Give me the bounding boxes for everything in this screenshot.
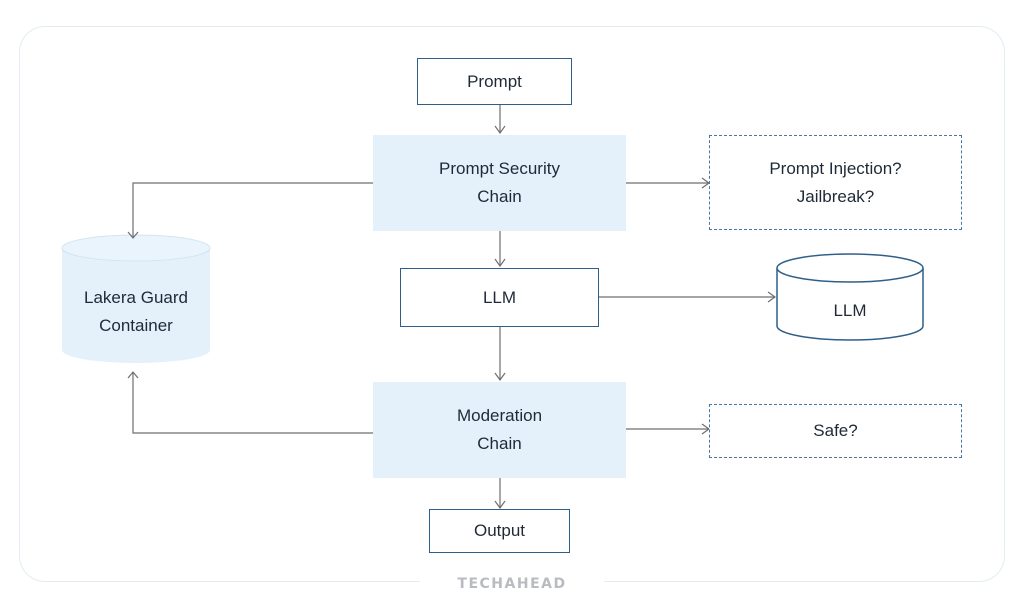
prompt-security-chain-node: Prompt Security Chain — [373, 135, 626, 231]
llm-step-label: LLM — [482, 287, 517, 307]
edge-moderation-to-lakera — [132, 372, 373, 434]
prompt-security-chain-label: Prompt Security Chain — [439, 159, 560, 206]
safe-label: Safe? — [813, 421, 858, 440]
llm-store-cylinder — [776, 253, 924, 341]
lakera-guard-container-label: Lakera Guard Container — [84, 288, 188, 335]
llm-step-node: LLM — [400, 268, 599, 327]
prompt-injection-label: Prompt Injection? Jailbreak? — [769, 158, 902, 206]
output-node: Output — [429, 509, 570, 553]
lakera-guard-cylinder — [61, 234, 211, 363]
output-label: Output — [473, 521, 526, 540]
edge-security-to-lakera — [132, 182, 373, 238]
llm-store-label: LLM — [833, 301, 867, 320]
watermark: TECHAHEAD — [420, 574, 604, 594]
prompt-injection-node: Prompt Injection? Jailbreak? — [709, 135, 962, 230]
moderation-chain-node: Moderation Chain — [373, 382, 626, 478]
llm-store-node: LLM — [777, 282, 923, 340]
safe-node: Safe? — [709, 404, 962, 458]
prompt-node: Prompt — [417, 58, 572, 105]
lakera-guard-container-node: Lakera Guard Container — [62, 262, 210, 362]
prompt-label: Prompt — [467, 71, 522, 91]
moderation-chain-label: Moderation Chain — [456, 406, 543, 453]
